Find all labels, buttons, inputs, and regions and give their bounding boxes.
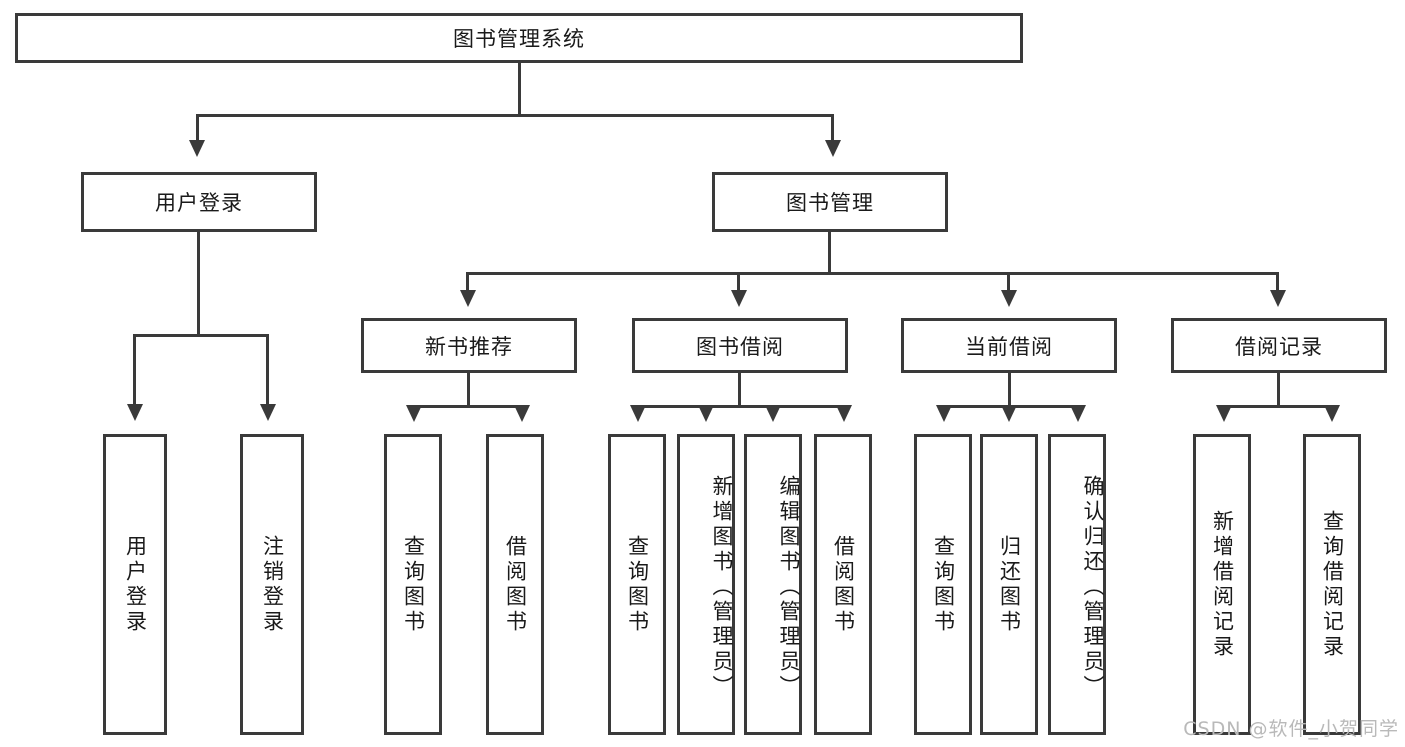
node-user-login[interactable]: 用户登录 <box>81 172 317 232</box>
leaf-borrow-book[interactable]: 借阅图书 <box>814 434 872 735</box>
arrow-book-borrow-leaf-3 <box>765 405 781 422</box>
leaf-label: 查询图书 <box>625 534 650 635</box>
node-label: 借阅记录 <box>1235 334 1323 359</box>
node-current-borrow[interactable]: 当前借阅 <box>901 318 1117 373</box>
leaf-label: 查询图书 <box>931 534 956 635</box>
leaf-label: 借阅图书 <box>503 534 528 635</box>
connector-current-borrow-stem <box>1008 373 1011 407</box>
leaf-label: 编辑图书（管理员） <box>777 475 801 700</box>
node-book-borrow[interactable]: 图书借阅 <box>632 318 848 373</box>
node-borrow-records[interactable]: 借阅记录 <box>1171 318 1387 373</box>
arrow-root-to-book-management <box>825 140 841 157</box>
arrow-current-borrow-leaf-1 <box>936 405 952 422</box>
node-label: 用户登录 <box>155 191 243 215</box>
connector-borrow-records-bar <box>1223 405 1333 408</box>
arrow-bm-to-current-borrow <box>1001 290 1017 307</box>
connector-user-login-leaf-1 <box>133 334 136 408</box>
leaf-label: 用户登录 <box>123 534 148 635</box>
connector-root-bar <box>196 114 834 117</box>
leaf-query-borrow-record[interactable]: 查询借阅记录 <box>1303 434 1361 735</box>
node-label: 新书推荐 <box>425 334 513 359</box>
leaf-query-book-current[interactable]: 查询图书 <box>914 434 972 735</box>
arrow-book-borrow-leaf-1 <box>630 405 646 422</box>
arrow-book-borrow-leaf-4 <box>836 405 852 422</box>
leaf-label: 查询借阅记录 <box>1320 509 1345 660</box>
leaf-edit-book-admin[interactable]: 编辑图书（管理员） <box>744 434 802 735</box>
node-label: 图书管理 <box>786 191 874 215</box>
leaf-label: 归还图书 <box>997 534 1022 635</box>
connector-user-login-bar <box>133 334 269 337</box>
node-new-book-recommend[interactable]: 新书推荐 <box>361 318 577 373</box>
leaf-label: 借阅图书 <box>831 534 856 635</box>
connector-book-borrow-stem <box>738 373 741 407</box>
connector-book-management-bar <box>466 272 1279 275</box>
leaf-label: 查询图书 <box>401 534 426 635</box>
arrow-new-book-leaf-2 <box>514 405 530 422</box>
leaf-label: 新增借阅记录 <box>1210 509 1235 660</box>
leaf-borrow-book-recommend[interactable]: 借阅图书 <box>486 434 544 735</box>
leaf-add-borrow-record[interactable]: 新增借阅记录 <box>1193 434 1251 735</box>
leaf-label: 注销登录 <box>260 534 285 635</box>
csdn-watermark: CSDN @软件_小贺同学 <box>1183 718 1399 740</box>
arrow-book-borrow-leaf-2 <box>698 405 714 422</box>
connector-user-login-stem <box>197 232 200 336</box>
arrow-bm-to-book-borrow <box>731 290 747 307</box>
leaf-add-book-admin[interactable]: 新增图书（管理员） <box>677 434 735 735</box>
arrow-borrow-records-leaf-2 <box>1324 405 1340 422</box>
arrow-user-login-leaf-1 <box>127 404 143 421</box>
leaf-query-book-recommend[interactable]: 查询图书 <box>384 434 442 735</box>
arrow-current-borrow-leaf-3 <box>1070 405 1086 422</box>
node-book-management[interactable]: 图书管理 <box>712 172 948 232</box>
connector-new-book-stem <box>467 373 470 407</box>
arrow-borrow-records-leaf-1 <box>1216 405 1232 422</box>
leaf-confirm-return-admin[interactable]: 确认归还（管理员） <box>1048 434 1106 735</box>
node-label: 图书管理系统 <box>453 27 585 51</box>
connector-bm-to-book-borrow <box>737 272 740 294</box>
connector-bm-to-current-borrow <box>1007 272 1010 294</box>
connector-root-to-book-management <box>831 114 834 144</box>
connector-bm-to-borrow-records <box>1276 272 1279 294</box>
arrow-user-login-leaf-2 <box>260 404 276 421</box>
connector-new-book-bar <box>413 405 523 408</box>
leaf-label: 确认归还（管理员） <box>1081 475 1105 700</box>
connector-root-to-user-login <box>196 114 199 144</box>
connector-book-management-stem <box>828 232 831 274</box>
connector-bm-to-new-book <box>466 272 469 294</box>
connector-book-borrow-bar <box>637 405 845 408</box>
leaf-user-login[interactable]: 用户登录 <box>103 434 167 735</box>
connector-user-login-leaf-2 <box>266 334 269 408</box>
arrow-current-borrow-leaf-2 <box>1001 405 1017 422</box>
leaf-logout[interactable]: 注销登录 <box>240 434 304 735</box>
node-root-book-management-system[interactable]: 图书管理系统 <box>15 13 1023 63</box>
connector-root-stem <box>518 63 521 116</box>
node-label: 当前借阅 <box>965 334 1053 359</box>
arrow-bm-to-borrow-records <box>1270 290 1286 307</box>
node-label: 图书借阅 <box>696 334 784 359</box>
arrow-new-book-leaf-1 <box>406 405 422 422</box>
arrow-root-to-user-login <box>189 140 205 157</box>
leaf-query-book-borrow[interactable]: 查询图书 <box>608 434 666 735</box>
arrow-bm-to-new-book <box>460 290 476 307</box>
leaf-label: 新增图书（管理员） <box>710 475 734 700</box>
connector-borrow-records-stem <box>1277 373 1280 407</box>
leaf-return-book[interactable]: 归还图书 <box>980 434 1038 735</box>
